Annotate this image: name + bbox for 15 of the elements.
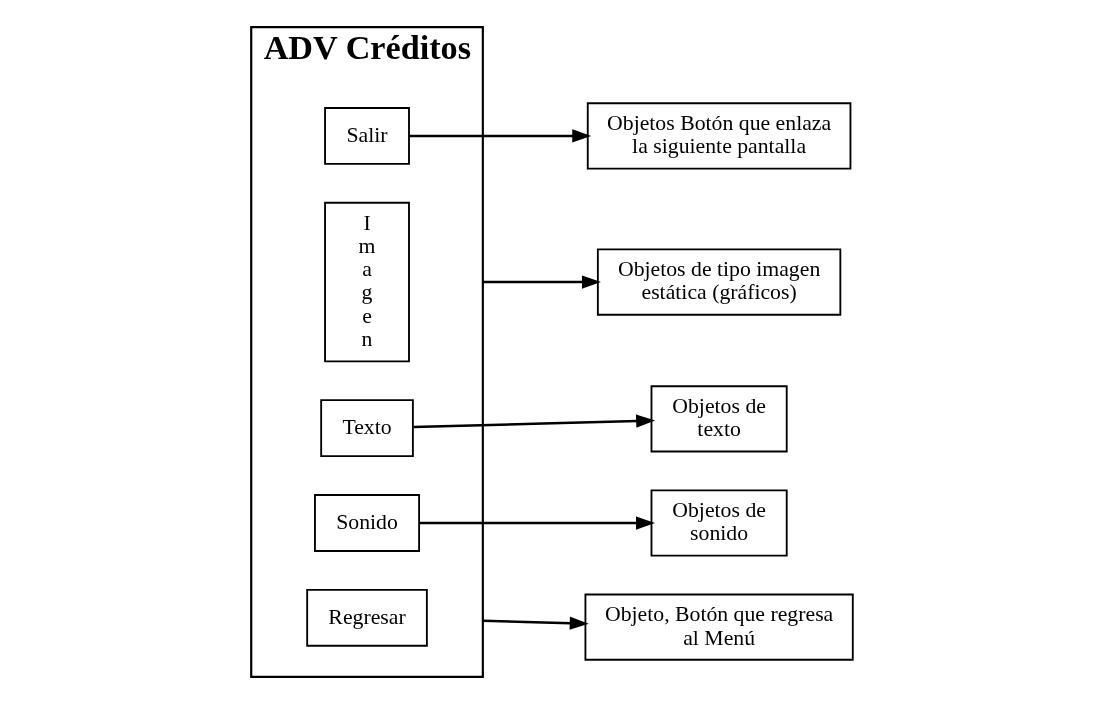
node-box: Sonido: [314, 494, 421, 552]
arrow: [482, 616, 589, 630]
node-box: Regresar: [306, 588, 428, 647]
node-box: Objetos de texto: [650, 385, 788, 453]
node-box: Salir: [324, 107, 410, 165]
node-box: Objetos de sonido: [650, 489, 788, 557]
arrow: [413, 414, 656, 429]
node-box: I m a g e n: [324, 201, 410, 363]
node-box: Objetos de tipo imagen estática (gráficos): [596, 248, 842, 316]
node-box: Objetos Botón que enlaza la siguiente pantalla: [586, 102, 852, 170]
arrow: [482, 275, 601, 289]
arrow: [419, 516, 655, 530]
node-box: Objeto, Botón que regresa al Menú: [584, 593, 854, 661]
node-box: Texto: [320, 399, 414, 458]
arrow: [409, 129, 592, 143]
